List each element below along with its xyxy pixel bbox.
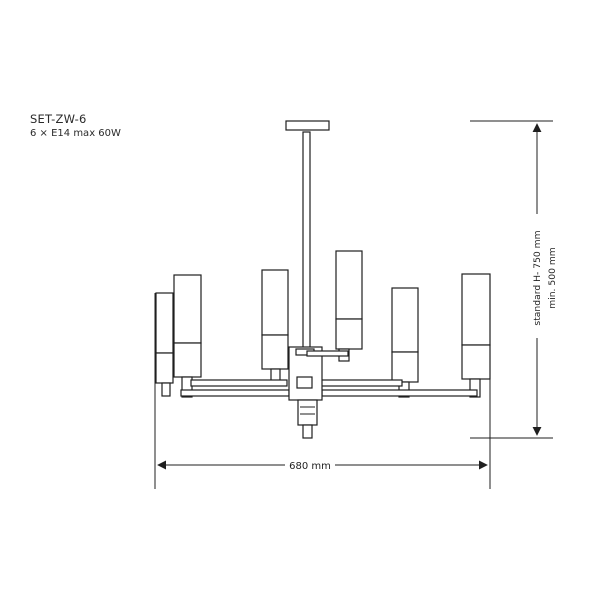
- product-spec: 6 × E14 max 60W: [30, 127, 121, 139]
- height-standard-label: standard H- 750 mm: [532, 230, 543, 325]
- glass-shade-4-socket: [335, 318, 363, 350]
- ceiling-canopy: [285, 120, 330, 131]
- glass-shade-3: [261, 269, 289, 336]
- finial-tip: [302, 424, 313, 439]
- width-label-bg: [285, 458, 335, 472]
- glass-shade-2-socket: [173, 342, 202, 378]
- finial-body: [297, 399, 318, 426]
- glass-shade-5-socket: [391, 351, 419, 383]
- lower-arm-left: [180, 389, 290, 397]
- hub-arm-top: [306, 350, 349, 357]
- glass-shade-5: [391, 287, 419, 353]
- product-title-block: SET-ZW-6 6 × E14 max 60W: [30, 113, 121, 139]
- lamp-holder-3: [270, 368, 281, 382]
- glass-shade-1: [155, 292, 174, 354]
- upper-arm-left: [190, 379, 288, 387]
- glass-shade-6-socket: [461, 344, 491, 380]
- lamp-holder-1: [161, 382, 171, 397]
- width-dimension-label: 680 mm: [289, 461, 331, 472]
- lamp-holder-2: [181, 376, 193, 398]
- glass-shade-6: [461, 273, 491, 346]
- drop-rod: [302, 131, 311, 349]
- lamp-holder-6: [469, 378, 481, 398]
- height-min-label: min. 500 mm: [547, 247, 558, 309]
- glass-shade-3-socket: [261, 334, 289, 370]
- glass-shade-1-socket: [155, 352, 174, 384]
- glass-shade-4: [335, 250, 363, 320]
- product-code: SET-ZW-6: [30, 112, 87, 126]
- glass-shade-2: [173, 274, 202, 344]
- lower-arm-right: [321, 389, 478, 397]
- height-label-bg: [530, 214, 566, 338]
- upper-arm-right: [319, 379, 403, 387]
- hub-window: [296, 376, 313, 389]
